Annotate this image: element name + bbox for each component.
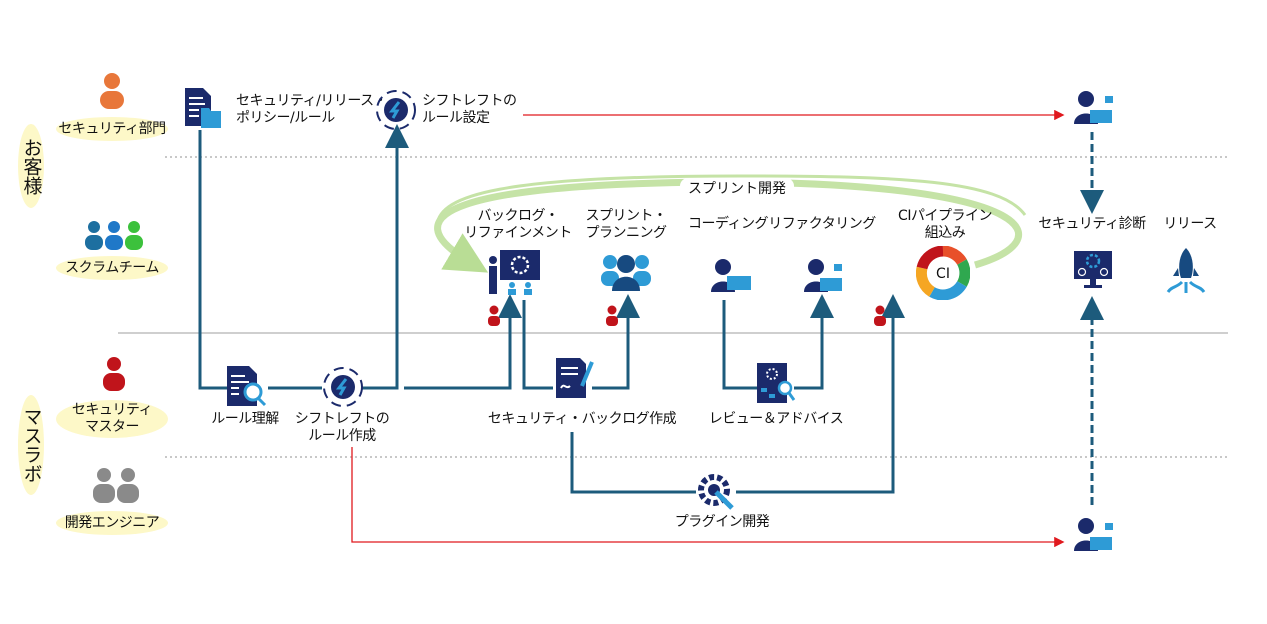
section-maslab: マスラボ (18, 395, 44, 495)
role-scrum-team: スクラムチーム (56, 256, 168, 280)
shift-left-gear-icon (376, 90, 416, 130)
policy-document-icon (185, 88, 221, 128)
step-policy-label: セキュリティ/リリース・ポリシー/ルール (236, 93, 388, 126)
step-shiftleft-creation-label: シフトレフトのルール作成 (294, 411, 390, 444)
sprint-planning-team-icon (601, 255, 651, 291)
dev-engineer-icon (93, 468, 139, 503)
step-security-diagnosis-label: セキュリティ診断 (1038, 216, 1146, 232)
step-release-label: リリース (1163, 216, 1217, 232)
role-dev-engineer: 開発エンジニア (56, 511, 168, 535)
security-engineer-top-icon (1074, 91, 1113, 124)
plugin-gear-wrench-icon (698, 474, 734, 510)
security-backlog-document-icon (556, 358, 594, 398)
step-sprint-planning-label: スプリント・プランニング (585, 208, 668, 241)
ci-badge-text: CI (936, 266, 950, 282)
step-refactoring-label: リファクタリング (768, 216, 876, 232)
flow-backlog-to-plugin-to-ci (570, 306, 893, 494)
release-rocket-icon (1166, 248, 1206, 293)
role-security-master: セキュリティマスター (56, 400, 168, 438)
role-security-dept: セキュリティ部門 (56, 117, 168, 141)
backlog-presentation-icon (489, 250, 540, 295)
flow-policy-to-rule (198, 130, 228, 390)
review-advice-icon (757, 363, 796, 403)
handoff-bottom (351, 447, 1065, 548)
flow-shiftleft-to-setting (362, 124, 409, 390)
step-review-advice-label: レビュー＆アドバイス (708, 411, 844, 427)
step-backlog-refinement-label: バックログ・リファインメント (464, 208, 572, 241)
refactoring-developer-lock-icon (804, 259, 842, 292)
security-master-marker-icon (488, 305, 500, 326)
section-customer: お客様 (18, 124, 44, 208)
step-coding-label: コーディング (687, 216, 769, 232)
security-diagnosis-monitor-icon (1074, 251, 1112, 288)
flow-to-backlog (404, 294, 522, 390)
security-dept-person-icon (100, 73, 124, 109)
step-security-backlog-label: セキュリティ・バックログ作成 (487, 411, 677, 427)
shift-left-creation-gear-icon (323, 367, 363, 407)
step-plugin-dev-label: プラグイン開発 (674, 514, 770, 530)
coding-developer-icon (711, 259, 751, 292)
flow-backlog-to-planning (522, 300, 628, 390)
step-ci-pipeline-label: CIパイプライン組込み (898, 208, 992, 241)
flow-coding-to-refactoring (722, 300, 822, 390)
security-master-marker-icon (606, 305, 618, 326)
scrum-team-icon (85, 221, 143, 250)
sprint-dev-label: スプリント開発 (680, 178, 794, 198)
step-shiftleft-setting-label: シフトレフトのルール設定 (422, 93, 517, 126)
security-master-person-icon (103, 357, 125, 391)
step-rule-understanding-label: ルール理解 (211, 411, 279, 427)
ci-pipeline-wheel-icon: CI (916, 246, 970, 300)
security-master-marker-icon (874, 305, 886, 326)
rule-understanding-icon (227, 366, 267, 407)
security-engineer-bottom-icon (1074, 518, 1113, 551)
